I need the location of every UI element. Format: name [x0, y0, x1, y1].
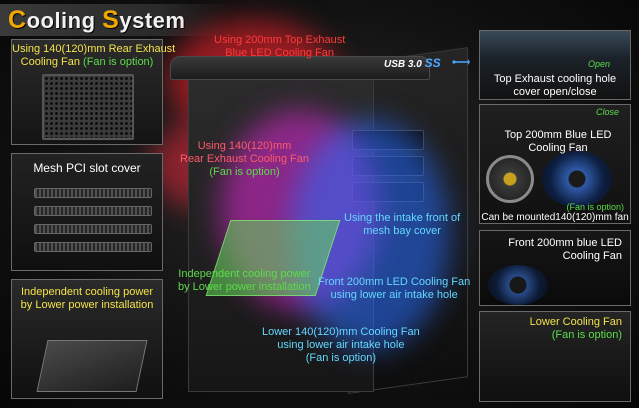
pci-slot-1	[34, 188, 152, 198]
open-tag: Open	[588, 59, 611, 69]
front-fan-label: Front 200mm LED Cooling Fan using lower …	[318, 276, 470, 302]
lower-fan-line2: using lower air intake hole	[277, 339, 405, 351]
pci-slot-2	[34, 206, 152, 216]
pci-slot-3	[34, 224, 152, 234]
rear-exhaust-caption: Using 140(120)mm Rear Exhaust Cooling Fa…	[12, 43, 176, 69]
lower-power-panel: Independent cooling power by Lower power…	[11, 279, 163, 399]
lower-fan-panel: Lower Cooling Fan (Fan is option)	[479, 311, 631, 402]
top-fan-caption: Top 200mm Blue LED Cooling Fan	[486, 129, 630, 155]
lower-fan-note: (Fan is option)	[305, 352, 377, 364]
lower-fan-panel-line1: Lower Cooling Fan	[529, 316, 622, 328]
top-fan-line2: Blue LED Cooling Fan	[225, 47, 335, 59]
title-rest-2: ystem	[119, 8, 186, 33]
rear-exhaust-line2: Cooling Fan	[20, 56, 80, 68]
rear-fan-note: (Fan is option)	[209, 166, 280, 178]
lower-power-line2: by Lower power installation	[20, 299, 154, 311]
fan-140mm-photo	[486, 155, 534, 203]
front-fan-line2: using lower air intake hole	[330, 289, 458, 301]
front-fan-glow	[488, 265, 548, 305]
independent-line2: by Lower power installation	[178, 281, 311, 293]
top-hole-caption: Top Exhaust cooling hole cover open/clos…	[480, 73, 630, 99]
intake-line2: mesh bay cover	[363, 225, 441, 237]
usb-label: USB 3.0 SS	[384, 56, 441, 70]
top-fan-panel: Close Top 200mm Blue LED Cooling Fan (Fa…	[479, 104, 631, 224]
top-fan-label: Using 200mm Top Exhaust Blue LED Cooling…	[214, 34, 345, 60]
rear-fan-label: Using 140(120)mm Rear Exhaust Cooling Fa…	[180, 140, 309, 179]
top-fan-panel-line1: Top 200mm Blue LED	[504, 129, 612, 141]
close-tag: Close	[596, 107, 620, 117]
independent-line1: Independent cooling power	[178, 268, 311, 280]
intake-label: Using the intake front of mesh bay cover	[344, 212, 460, 238]
front-fan-panel-line1: Front 200mm blue LED	[508, 237, 622, 249]
independent-label: Independent cooling power by Lower power…	[178, 268, 311, 294]
top-hole-photo	[480, 31, 630, 99]
usb-version: USB 3.0	[384, 59, 422, 70]
front-fan-line1: Front 200mm LED Cooling Fan	[318, 276, 471, 288]
top-fan-note: (Fan is option)	[566, 202, 624, 212]
rear-exhaust-note: (Fan is option)	[83, 56, 154, 68]
lower-fan-caption: Lower Cooling Fan (Fan is option)	[530, 316, 622, 342]
top-hole-panel: Open Top Exhaust cooling hole cover open…	[479, 30, 631, 100]
title-initial-c: C	[8, 6, 27, 34]
pci-slot-caption: Mesh PCI slot cover	[33, 161, 141, 175]
top-fan-panel-line2: Cooling Fan	[528, 142, 588, 154]
lower-fan-panel-note: (Fan is option)	[551, 329, 622, 341]
pci-slot-panel: Mesh PCI slot cover	[11, 153, 163, 271]
top-hole-line1: Top Exhaust cooling hole	[493, 73, 617, 85]
usb-trident-icon	[452, 59, 470, 65]
front-fan-panel: Front 200mm blue LED Cooling Fan	[479, 230, 631, 306]
rear-fan-line1: Using 140(120)mm	[197, 140, 292, 152]
lower-power-caption: Independent cooling power by Lower power…	[12, 286, 162, 312]
front-fan-caption: Front 200mm blue LED Cooling Fan	[508, 237, 622, 263]
lower-power-line1: Independent cooling power	[20, 286, 154, 298]
title-rest-1: ooling	[26, 8, 103, 33]
rear-fan-line2: Rear Exhaust Cooling Fan	[180, 153, 310, 165]
lower-fan-label: Lower 140(120)mm Cooling Fan using lower…	[262, 326, 420, 365]
title-initial-s: S	[102, 6, 120, 34]
front-fan-panel-line2: Cooling Fan	[562, 250, 622, 262]
pci-slot-4	[34, 242, 152, 252]
case-top-handle	[170, 56, 430, 80]
top-fan-line1: Using 200mm Top Exhaust	[214, 34, 346, 46]
lower-fan-line1: Lower 140(120)mm Cooling Fan	[262, 326, 420, 338]
lower-fan-photo	[480, 312, 630, 401]
blue-led-fan-photo	[542, 151, 612, 207]
usb-ss-logo: SS	[424, 56, 441, 70]
rear-exhaust-panel: Using 140(120)mm Rear Exhaust Cooling Fa…	[11, 39, 176, 145]
psu-bay	[36, 340, 148, 392]
title-banner	[0, 4, 230, 36]
intake-line1: Using the intake front of	[344, 212, 461, 224]
page-title: Cooling System	[8, 6, 185, 35]
rear-fan-mesh	[42, 74, 134, 140]
top-fan-mount-note: Can be mounted140(120)mm fan	[481, 212, 629, 223]
top-hole-line2: cover open/close	[513, 86, 597, 98]
rear-exhaust-line1: Using 140(120)mm Rear Exhaust	[12, 43, 176, 55]
